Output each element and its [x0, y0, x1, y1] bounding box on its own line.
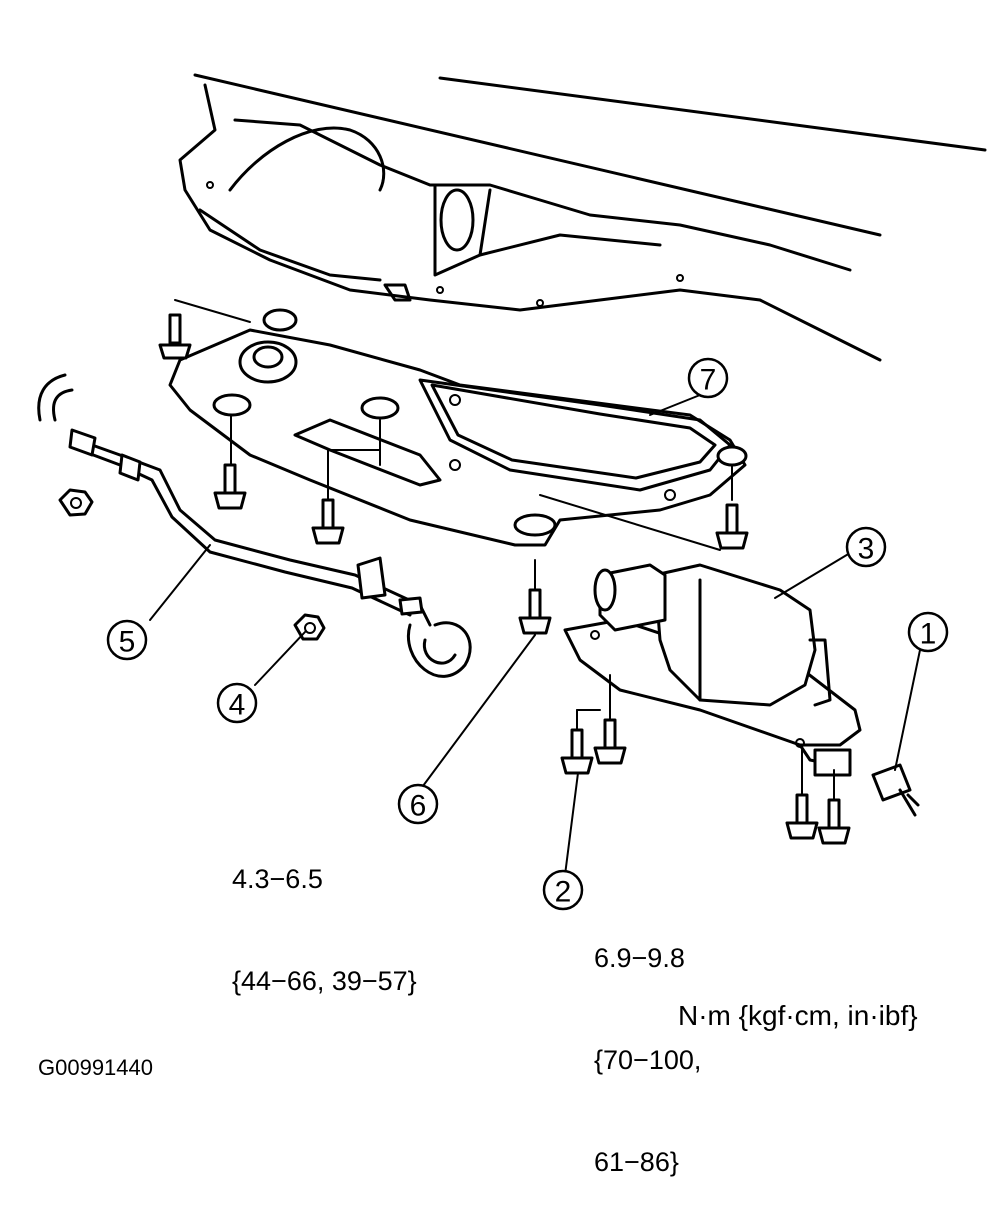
torque-units: N·m {kgf·cm, in·ibf}: [678, 1000, 918, 1031]
bolt-2-right: [593, 674, 627, 765]
callout-5: 5: [106, 619, 148, 661]
motor-connector: [871, 763, 920, 817]
bolt-frame-top-left: [158, 299, 251, 360]
leader-lines: [149, 394, 921, 876]
wiper-link-frame: [168, 308, 748, 547]
svg-text:5: 5: [119, 626, 136, 659]
callout-4: 4: [216, 682, 258, 724]
svg-text:1: 1: [920, 618, 937, 651]
wiper-motor: [563, 563, 862, 777]
callout-2: 2: [542, 869, 584, 911]
nut-4: [293, 613, 326, 641]
torque-spec-bolt-2-line2: {70−100,: [594, 1045, 702, 1075]
callout-7: 7: [687, 357, 729, 399]
cowl-panel: [178, 73, 987, 362]
bolt-6: [518, 559, 552, 635]
bolt-frame-center-left: [213, 414, 247, 510]
callout-1: 1: [907, 611, 949, 653]
bolt-motor-right-b: [817, 769, 851, 845]
wiper-linkage-exploded-diagram: 1 2 3 4 5 6 7: [37, 73, 987, 911]
torque-spec-bolt-6-line2: {44−66, 39−57}: [232, 966, 417, 996]
torque-spec-bolt-2-line1: 6.9−9.8: [594, 943, 685, 973]
bolt-frame-center: [311, 419, 381, 545]
svg-text:3: 3: [858, 533, 875, 566]
svg-text:7: 7: [700, 364, 717, 397]
torque-spec-bolt-2: 6.9−9.8 {70−100, 61−86}: [594, 873, 701, 1213]
nut-left: [58, 488, 94, 517]
torque-spec-bolt-2-line3: 61−86}: [594, 1147, 679, 1177]
svg-text:4: 4: [229, 689, 246, 722]
figure-id: G00991440: [38, 1055, 153, 1080]
bolt-motor-right-a: [785, 749, 819, 840]
svg-text:2: 2: [555, 876, 572, 909]
torque-spec-bolt-6-line1: 4.3−6.5: [232, 864, 323, 894]
callout-3: 3: [845, 526, 887, 568]
svg-text:6: 6: [410, 790, 427, 823]
bolt-2-left: [560, 709, 601, 775]
bolt-frame-right: [539, 464, 749, 551]
torque-spec-bolt-6: 4.3−6.5 {44−66, 39−57}: [232, 794, 417, 1032]
callout-6: 6: [397, 783, 439, 825]
washer-hose: [37, 373, 472, 678]
